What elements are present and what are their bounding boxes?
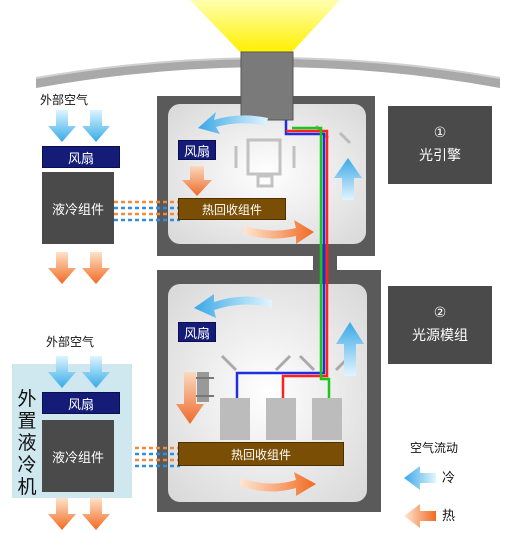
heat-recovery-bottom: 热回收组件: [178, 442, 344, 466]
light-engine-number: ①: [433, 125, 447, 141]
light-module: [312, 398, 342, 440]
coolant-pipes-upper: [114, 200, 180, 222]
cold-intake-arrows-top: [48, 110, 110, 142]
fan-bottom: 风扇: [42, 392, 120, 414]
hot-airflow-arrow: [176, 372, 204, 424]
blower: [197, 372, 209, 402]
outside-air-label-bottom: 外部空气: [46, 335, 95, 349]
external-cooler-label: 外置液冷机: [17, 388, 37, 498]
cold-intake-arrows-bottom: [48, 356, 110, 388]
light-beam: [190, 0, 340, 52]
light-source-number: ②: [433, 305, 447, 321]
cold-airflow-arrow: [334, 158, 362, 200]
light-source-box: ② 光源模组: [388, 286, 492, 364]
prism-block: [234, 138, 296, 188]
hot-exhaust-arrows-top: [48, 252, 110, 284]
legend-hot-arrow: [404, 504, 436, 528]
cold-airflow-arrow: [198, 112, 268, 134]
heat-recovery-top: 热回收组件: [178, 198, 286, 220]
light-engine-box: ① 光引擎: [388, 106, 492, 184]
hot-airflow-arrow: [182, 166, 212, 196]
legend-hot-label: 热: [442, 509, 456, 524]
light-engine-label: 光引擎: [419, 148, 461, 164]
light-module: [220, 398, 250, 440]
mirror: [338, 131, 352, 145]
fan-top: 风扇: [42, 146, 120, 168]
inner-fan-top: 风扇: [178, 140, 216, 160]
inner-fan-bottom: 风扇: [178, 322, 216, 342]
cold-airflow-arrow: [194, 294, 272, 318]
legend-cold-arrow: [404, 466, 436, 490]
hot-airflow-arrow: [240, 472, 316, 496]
legend-title: 空气流动: [410, 441, 459, 455]
light-source-label: 光源模组: [412, 328, 468, 344]
screen-arc: [36, 58, 500, 88]
cold-airflow-arrow: [336, 322, 364, 376]
legend-cold-label: 冷: [442, 471, 456, 486]
lens-tube: [240, 51, 294, 121]
liquid-cooling-top: 液冷组件: [42, 172, 114, 244]
liquid-cooling-bottom: 液冷组件: [42, 420, 114, 492]
outside-air-label-top: 外部空气: [40, 93, 89, 107]
hot-airflow-arrow: [244, 220, 314, 244]
hot-exhaust-arrows-bottom: [48, 498, 110, 530]
rgb-light-paths: [235, 120, 331, 398]
light-module: [266, 398, 296, 440]
